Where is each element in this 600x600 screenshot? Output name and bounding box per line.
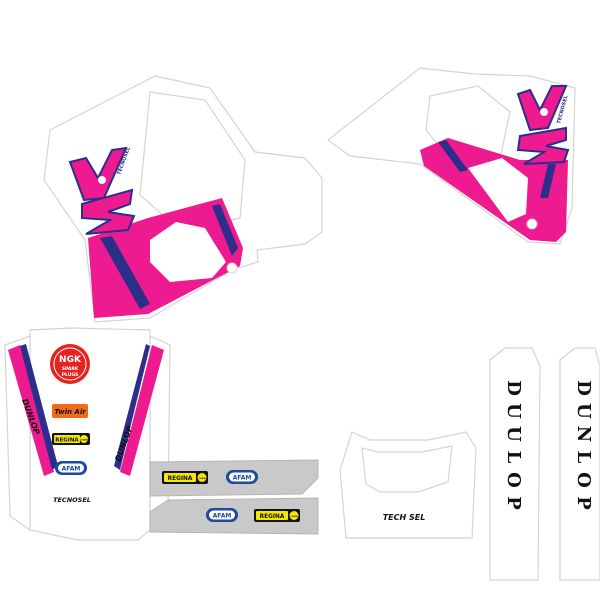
- regina-logo: REGINA CHAIN: [52, 433, 90, 445]
- afam-text: AFAM: [62, 466, 81, 473]
- right-shroud-graphic-dot: [540, 108, 548, 116]
- swingarm-bottom-regina-logo: REGINA CHAIN: [254, 509, 300, 522]
- left-shroud-bolt-hole: [226, 262, 238, 274]
- front-plate-right-magenta-stripe: [120, 345, 164, 476]
- regina-sub-text: CHAIN: [80, 440, 87, 442]
- right-shroud-cutout: [468, 158, 528, 222]
- fork-guard-letter: L: [573, 451, 594, 464]
- swingarm-bottom-regina-text: REGINA: [260, 514, 285, 520]
- fork-guard-right-outline: [559, 347, 600, 581]
- right-shroud-graphic-lower: [516, 126, 570, 165]
- ngk-brand-text: NGK: [59, 355, 82, 365]
- regina-text: REGINA: [55, 438, 79, 444]
- swingarm-top-regina-text: REGINA: [168, 476, 193, 482]
- right-shroud-navy-stripe-2: [540, 164, 556, 198]
- swingarm-top-regina-logo: REGINA CHAIN: [162, 471, 208, 484]
- fork-guard-letter: P: [503, 496, 524, 510]
- left-shroud-cutout: [150, 222, 226, 282]
- fork-guard-letter: U: [503, 426, 524, 442]
- left-shroud-inner-outline: [139, 91, 246, 231]
- front-plate-left-navy-stripe: [20, 344, 58, 470]
- fork-guard-letter: O: [573, 472, 594, 488]
- left-shroud-graphic-upper: [68, 146, 128, 202]
- front-plate-right-navy-stripe: [114, 344, 150, 470]
- right-shroud-graphic-upper: [516, 85, 568, 132]
- swingarm-bottom-afam-text: AFAM: [213, 513, 232, 520]
- swingarm-bottom-afam-logo: AFAM: [206, 508, 238, 522]
- rear-plate-text: TECH SEL: [383, 513, 426, 522]
- fork-guard-letter: O: [503, 472, 524, 488]
- twin-air-logo: Twin Air: [52, 404, 88, 418]
- rear-plate-decal: TECH SEL: [339, 431, 477, 539]
- front-plate-left-magenta-stripe: [8, 345, 54, 476]
- swingarm-top-afam-text: AFAM: [233, 475, 252, 482]
- swingarm-strip-top: REGINA CHAIN AFAM: [149, 459, 319, 497]
- swingarm-bottom-regina-sub: CHAIN: [290, 516, 297, 518]
- ngk-plugs-text: PLUGS: [62, 372, 79, 378]
- fork-guard-right-decal: DUNLOP: [559, 347, 600, 581]
- fork-guard-letter: L: [503, 451, 524, 464]
- left-shroud-navy-stripe-2: [212, 204, 238, 256]
- right-shroud-bolt-hole: [526, 218, 538, 230]
- ngk-spark-text: SPARK: [62, 366, 79, 372]
- swingarm-top-regina-sub: CHAIN: [198, 478, 205, 480]
- fork-guard-letter: U: [573, 403, 594, 419]
- swingarm-top-afam-logo: AFAM: [226, 470, 258, 484]
- right-shroud-decal: TECNOSEL: [327, 67, 576, 245]
- rear-plate-inner-outline: [361, 445, 453, 493]
- ngk-logo: NGK SPARK PLUGS: [50, 344, 90, 384]
- left-shroud-graphic-lower: [81, 188, 136, 235]
- left-shroud-decal: TECNOSEL: [43, 75, 323, 323]
- twin-air-text: Twin Air: [54, 408, 86, 416]
- front-number-plate-decal: NGK SPARK PLUGS Twin Air REGINA CHAIN AF…: [4, 327, 171, 541]
- fork-guard-left-outline: [489, 347, 541, 581]
- fork-guard-letter: D: [573, 380, 594, 396]
- fork-guard-letter: U: [503, 403, 524, 419]
- left-shroud-navy-stripe: [100, 236, 150, 309]
- fork-guard-letter: D: [503, 380, 524, 396]
- front-plate-tecnosel: TECNOSEL: [53, 496, 91, 504]
- fork-guard-letter: N: [573, 426, 594, 442]
- afam-logo: AFAM: [55, 461, 87, 475]
- fork-guard-letter: P: [573, 496, 594, 510]
- fork-guard-right-letters: DUNLOP: [573, 380, 594, 510]
- swingarm-strip-bottom: AFAM REGINA CHAIN: [149, 497, 319, 535]
- right-shroud-navy-stripe: [438, 140, 468, 172]
- left-shroud-graphic-dot: [98, 176, 106, 184]
